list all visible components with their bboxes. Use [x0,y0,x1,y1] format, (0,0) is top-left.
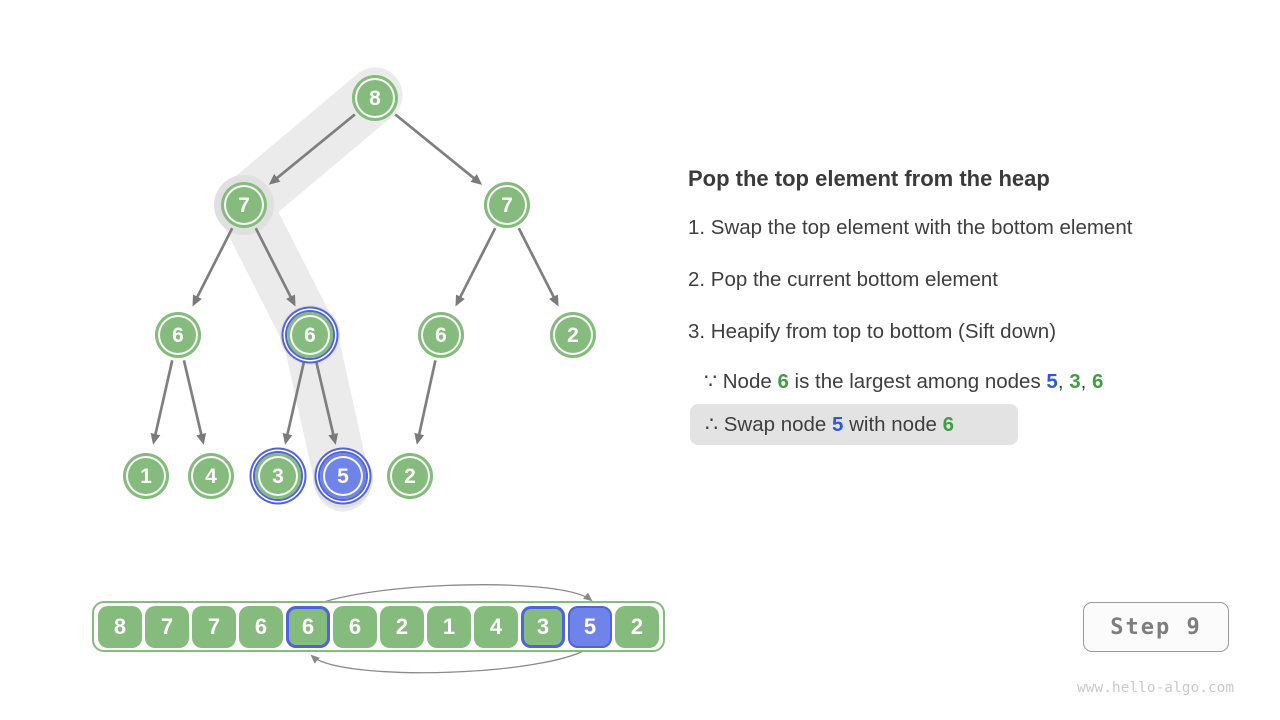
tree-node-7-value-1: 1 [123,453,169,499]
tree-edge-arrow [268,113,356,185]
tree-node-3-value-6: 6 [155,312,201,358]
instruction-step-3: 3. Heapify from top to bottom (Sift down… [688,320,1057,343]
tree-edge-arrow [394,113,483,185]
tree-edge-arrow [150,360,174,445]
array-cell-3-value-6: 6 [239,605,283,648]
array-cell-5-value-6: 6 [333,605,377,648]
step-indicator[interactable]: Step 9 [1083,602,1229,652]
array-cell-8-value-4: 4 [474,605,518,648]
array-cell-1-value-7: 7 [145,605,189,648]
tree-edge-arrow [455,227,497,307]
tree-node-6-value-2: 2 [550,312,596,358]
panel-title: Pop the top element from the heap [688,166,1050,191]
tree-edge-arrow [282,360,306,445]
annotation-text: , [1057,370,1070,393]
array-cell-2-value-7: 7 [192,605,236,648]
therefore-highlight-box: ∴ Swap node 5 with node 6 [690,404,1018,445]
therefore-annotation: ∴ Swap node 5 with node 6 [690,404,1018,445]
annotation-number-green: 6 [942,413,954,436]
annotation-text: ∴ Swap node [705,413,833,436]
tree-node-2-value-7: 7 [484,182,530,228]
tree-node-0-value-8: 8 [352,75,398,121]
array-cell-9-value-3: 3 [521,605,565,648]
tree-edge-arrow [254,227,296,307]
annotation-text: , [1080,370,1093,393]
tree-node-8-value-4: 4 [188,453,234,499]
tree-node-5-value-6: 6 [418,312,464,358]
tree-node-11-value-2: 2 [387,453,433,499]
array-cell-0-value-8: 8 [98,605,142,648]
tree-node-9-value-3: 3 [255,453,301,499]
annotation-text: ∵ Node [704,370,778,393]
array-cell-6-value-2: 2 [380,605,424,648]
because-annotation: ∵ Node 6 is the largest among nodes 5, 3… [704,369,1103,394]
tree-node-1-value-7: 7 [221,182,267,228]
annotation-number-green: 3 [1069,370,1081,393]
annotation-number-blue: 5 [832,413,844,436]
tree-edge-arrow [192,227,234,307]
tree-node-10-value-5: 5 [320,453,366,499]
instruction-step-1: 1. Swap the top element with the bottom … [688,216,1133,239]
array-cell-7-value-1: 1 [427,605,471,648]
instruction-step-2: 2. Pop the current bottom element [688,268,998,291]
tree-edge-arrow [182,360,207,445]
annotation-number-green: 6 [1092,370,1104,393]
array-cell-11-value-2: 2 [615,605,659,648]
tree-node-4-value-6: 6 [287,312,333,358]
annotation-number-blue: 5 [1046,370,1058,393]
annotation-number-green: 6 [777,370,789,393]
watermark-url: www.hello-algo.com [1077,680,1235,696]
sift-down-highlight-band [216,67,403,512]
annotation-text: with node [843,413,943,436]
tree-edge-arrow [414,360,437,445]
swap-arc-bottom [310,643,595,674]
array-cell-4-value-6: 6 [286,605,330,648]
annotation-text: is the largest among nodes [788,370,1047,393]
tree-edge-arrow [517,227,559,307]
tree-edge-arrow [314,360,339,445]
array-cell-10-value-5: 5 [568,605,612,648]
